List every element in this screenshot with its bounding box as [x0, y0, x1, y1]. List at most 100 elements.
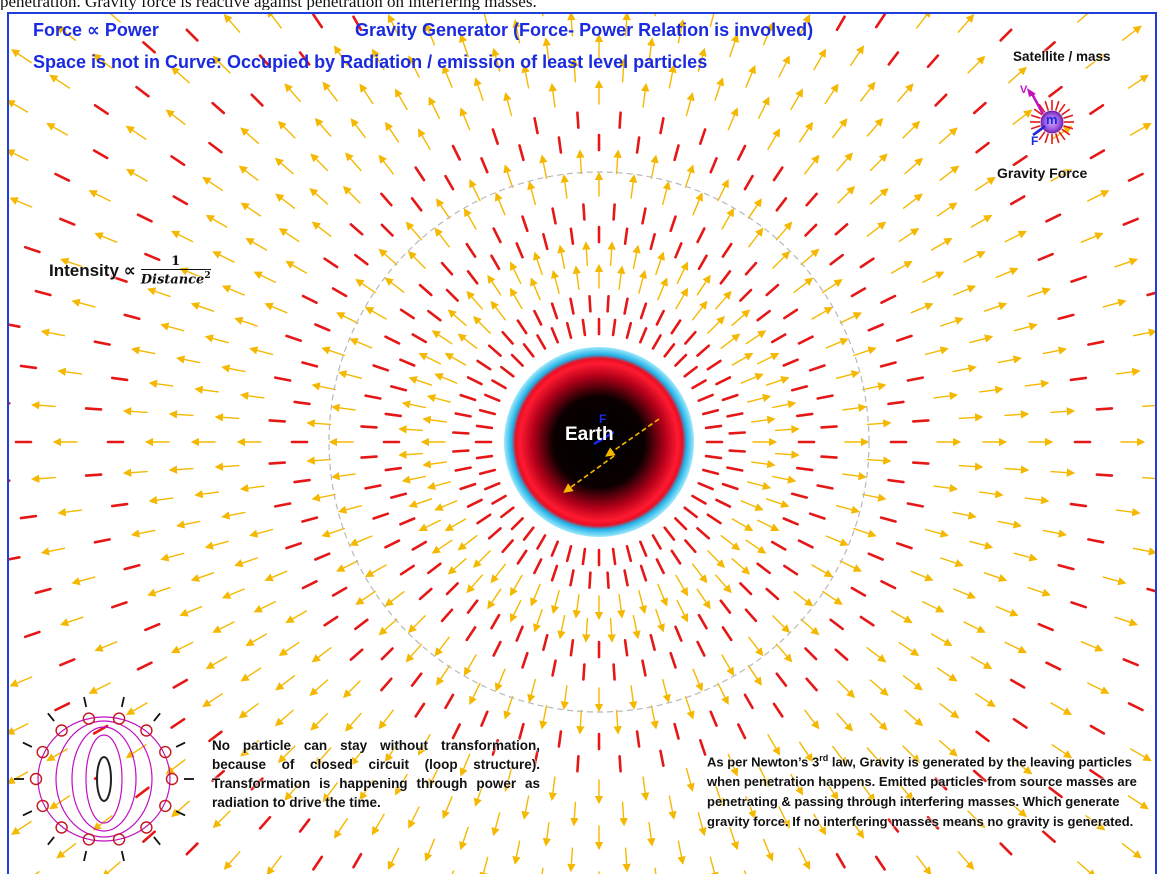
emission-arrow-yellow — [765, 498, 790, 508]
emission-arrow-yellow — [542, 37, 552, 62]
emission-arrow-yellow — [837, 185, 856, 204]
emission-arrow-yellow — [371, 48, 385, 71]
emission-arrow-yellow — [245, 633, 268, 647]
emission-arrow-yellow — [212, 810, 231, 829]
emission-arrow-yellow — [839, 312, 862, 324]
emission-arrow-yellow — [509, 600, 522, 623]
fraction-denominator: Distance2 — [140, 269, 211, 287]
emission-arrow-red — [1089, 104, 1105, 115]
emission-arrow-yellow — [938, 740, 958, 757]
emission-arrow-red — [655, 309, 665, 326]
emission-arrow-yellow — [88, 682, 111, 694]
emission-arrow-yellow — [1004, 410, 1030, 419]
emission-arrow-yellow — [49, 74, 71, 89]
emission-arrow-yellow — [551, 590, 560, 615]
emission-arrow-red — [492, 227, 502, 244]
emission-arrow-red — [557, 136, 563, 154]
emission-arrow-red — [285, 541, 303, 550]
emission-arrow-yellow — [426, 481, 451, 490]
emission-arrow-yellow — [253, 601, 276, 613]
emission-arrow-red — [726, 412, 744, 418]
emission-arrow-yellow — [772, 615, 791, 634]
emission-arrow-red — [895, 334, 913, 343]
emission-arrow-red — [123, 313, 141, 321]
emission-arrow-red — [250, 93, 264, 107]
emission-arrow-red — [808, 364, 826, 372]
emission-arrow-yellow — [1087, 190, 1110, 202]
emission-arrow-red — [659, 749, 665, 768]
emission-arrow-yellow — [491, 47, 501, 72]
emission-arrow-yellow — [1142, 476, 1155, 480]
emission-arrow-red — [372, 512, 390, 520]
emission-arrow-red — [475, 454, 494, 460]
emission-arrow-yellow — [408, 55, 420, 78]
emission-arrow-red — [521, 651, 529, 669]
emission-arrow-yellow — [924, 346, 949, 356]
emission-arrow-red — [684, 539, 697, 554]
emission-arrow-yellow — [707, 550, 725, 568]
emission-arrow-yellow — [557, 614, 566, 640]
emission-arrow-yellow — [862, 382, 887, 391]
emission-arrow-yellow — [240, 202, 262, 217]
emission-arrow-yellow — [60, 616, 84, 627]
emission-arrow-red — [834, 648, 849, 661]
emission-arrow-yellow — [939, 165, 960, 181]
emission-arrow-yellow — [1121, 843, 1142, 859]
emission-arrow-yellow — [264, 570, 288, 582]
emission-arrow-yellow — [1080, 232, 1104, 243]
emission-arrow-yellow — [541, 14, 544, 17]
emission-arrow-yellow — [1127, 795, 1149, 810]
emission-arrow-red — [1012, 155, 1028, 167]
emission-arrow-red — [880, 579, 897, 590]
emission-arrow-red — [454, 412, 472, 418]
emission-arrow-red — [110, 376, 129, 382]
emission-arrow-yellow — [758, 765, 770, 788]
loop-particle — [55, 821, 68, 834]
emission-arrow-yellow — [969, 540, 994, 550]
emission-arrow-yellow — [274, 157, 294, 175]
emission-arrow-yellow — [503, 164, 514, 189]
emission-arrow-red — [651, 534, 662, 550]
emission-arrow-red — [542, 633, 549, 652]
emission-arrow-red — [466, 376, 483, 386]
emission-arrow-yellow — [930, 237, 953, 251]
emission-arrow-yellow — [772, 250, 791, 269]
emission-arrow-yellow — [775, 221, 793, 241]
emission-arrow-yellow — [983, 572, 1008, 582]
emission-arrow-yellow — [349, 535, 373, 547]
emission-arrow-red — [697, 481, 714, 491]
emission-arrow-red — [691, 494, 707, 505]
emission-arrow-yellow — [417, 734, 431, 756]
emission-arrow-red — [808, 512, 826, 520]
emission-arrow-red — [926, 54, 940, 69]
emission-arrow-yellow — [655, 251, 665, 276]
emission-arrow-yellow — [811, 306, 834, 320]
emission-arrow-yellow — [902, 675, 923, 691]
emission-arrow-red — [1127, 172, 1144, 182]
emission-arrow-red — [1057, 563, 1075, 571]
emission-arrow-yellow — [1024, 495, 1050, 505]
emission-arrow-red — [926, 815, 940, 830]
emission-arrow-yellow — [310, 712, 329, 731]
loop-particle — [36, 745, 49, 759]
emission-arrow-yellow — [709, 856, 719, 874]
emission-arrow-yellow — [717, 179, 729, 202]
emission-arrow-red — [550, 302, 559, 320]
emission-arrow-yellow — [825, 535, 849, 547]
emission-arrow-yellow — [160, 552, 185, 562]
emission-arrow-yellow — [428, 765, 440, 788]
emission-arrow-yellow — [813, 813, 827, 836]
emission-arrow-red — [491, 738, 500, 756]
emission-arrow-yellow — [798, 14, 811, 37]
emission-arrow-red — [250, 777, 264, 791]
emission-arrow-yellow — [1142, 404, 1155, 408]
loop-particle — [82, 712, 96, 725]
emission-arrow-red — [804, 223, 818, 237]
emission-arrow-yellow — [924, 528, 949, 538]
emission-arrow-yellow — [997, 520, 1022, 529]
emission-arrow-red — [349, 223, 364, 236]
emission-arrow-red — [623, 227, 629, 245]
emission-arrow-red — [352, 15, 363, 32]
earth-force-arrow — [593, 430, 615, 446]
emission-arrow-yellow — [275, 675, 296, 691]
